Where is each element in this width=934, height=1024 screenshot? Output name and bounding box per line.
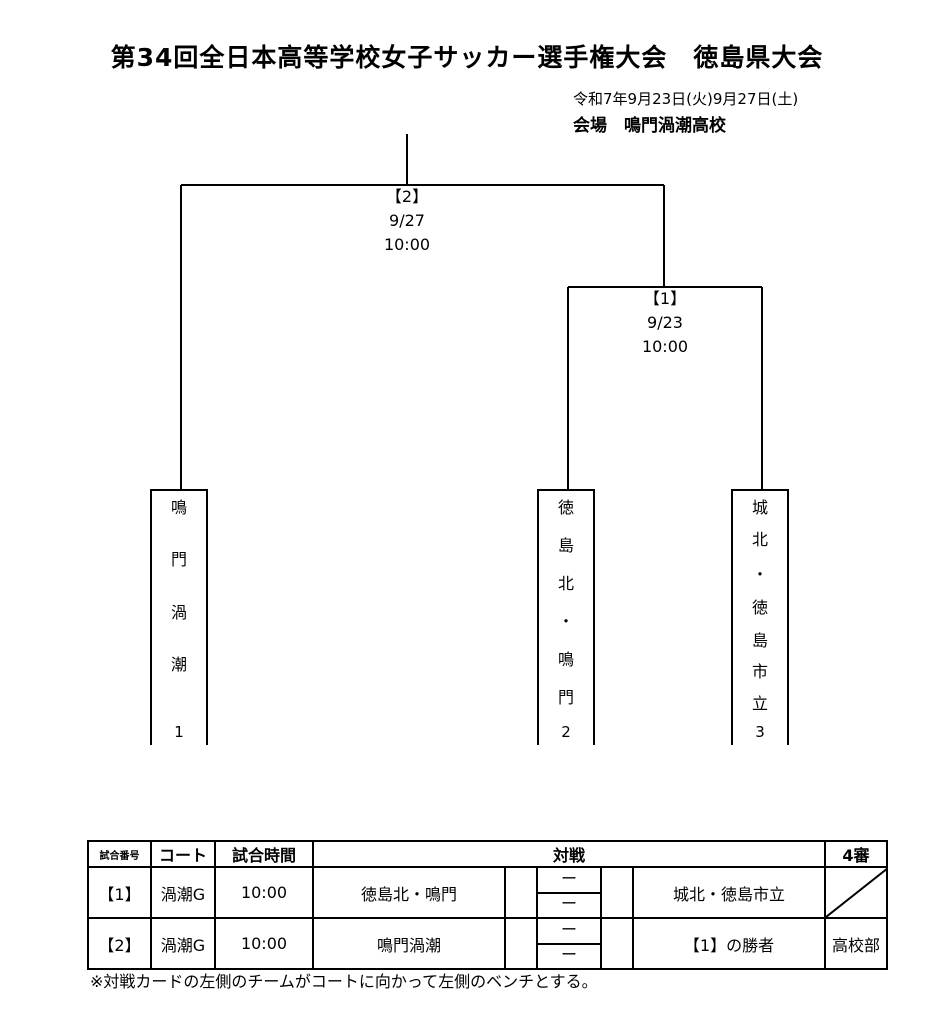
team-char: 島	[751, 631, 768, 650]
tournament-bracket	[180, 134, 763, 490]
team-box-1: 鳴 門 渦 潮 1	[150, 489, 208, 745]
header-time: 試合時間	[214, 840, 314, 868]
team-char: 北	[751, 530, 768, 549]
score-cell: ー ー	[536, 917, 602, 970]
table-header-row: 試合番号 コート 試合時間 対戦 4審	[87, 840, 888, 868]
match-2-label: 【2】	[385, 187, 429, 206]
schedule-table: 試合番号 コート 試合時間 対戦 4審 【1】 渦潮G 10:00 徳島北・鳴門…	[87, 840, 888, 970]
footnote: ※対戦カードの左側のチームがコートに向かって左側のベンチとする。	[90, 972, 598, 991]
team-char: 徳	[751, 598, 768, 617]
header-match-no: 試合番号	[87, 840, 152, 868]
score-top: ー	[538, 868, 600, 894]
match-2-date: 9/27	[389, 211, 425, 230]
team-box-3: 城 北 ・ 徳 島 市 立 3	[731, 489, 789, 745]
match-2-info: 【2】 9/27 10:00	[357, 185, 457, 257]
team-char: 門	[170, 550, 187, 569]
court-cell: 渦潮G	[150, 866, 216, 919]
header-match: 対戦	[312, 840, 826, 868]
team-char: ・	[751, 565, 768, 584]
team-char: ・	[557, 612, 574, 631]
home-team-cell: 徳島北・鳴門	[312, 866, 506, 919]
match-no-cell: 【2】	[87, 917, 152, 970]
header-referee: 4審	[824, 840, 888, 868]
score-bottom: ー	[560, 894, 577, 913]
match-1-time: 10:00	[641, 337, 689, 356]
team-number: 2	[561, 723, 571, 741]
spacer-cell	[504, 866, 538, 919]
match-1-info: 【1】 9/23 10:00	[615, 287, 715, 359]
score-top: ー	[538, 919, 600, 945]
event-venue: 会場 鳴門渦潮高校	[573, 116, 726, 136]
spacer-cell	[600, 866, 634, 919]
referee-cell	[824, 866, 888, 919]
score-cell: ー ー	[536, 866, 602, 919]
match-no-cell: 【1】	[87, 866, 152, 919]
team-box-2: 徳 島 北 ・ 鳴 門 2	[537, 489, 595, 745]
match-1-label: 【1】	[643, 289, 687, 308]
team-char: 門	[557, 688, 574, 707]
team-number: 1	[174, 723, 184, 741]
time-cell: 10:00	[214, 866, 314, 919]
score-bottom: ー	[560, 945, 577, 964]
team-char: 城	[751, 498, 768, 517]
team-char: 鳴	[170, 498, 187, 517]
event-dates: 令和7年9月23日(火)9月27日(土)	[573, 90, 799, 108]
diagonal-slash	[826, 868, 888, 917]
table-row: 【1】 渦潮G 10:00 徳島北・鳴門 ー ー 城北・徳島市立	[87, 866, 888, 919]
team-char: 潮	[170, 655, 187, 674]
away-team-cell: 【1】の勝者	[632, 917, 826, 970]
referee-cell: 高校部	[824, 917, 888, 970]
page-title: 第34回全日本高等学校女子サッカー選手権大会 徳島県大会	[110, 43, 824, 72]
team-char: 立	[751, 694, 768, 713]
match-1-date: 9/23	[647, 313, 683, 332]
team-char: 鳴	[557, 650, 574, 669]
table-row: 【2】 渦潮G 10:00 鳴門渦潮 ー ー 【1】の勝者 高校部	[87, 917, 888, 970]
time-cell: 10:00	[214, 917, 314, 970]
away-team-cell: 城北・徳島市立	[632, 866, 826, 919]
court-cell: 渦潮G	[150, 917, 216, 970]
team-char: 渦	[170, 603, 187, 622]
home-team-cell: 鳴門渦潮	[312, 917, 506, 970]
spacer-cell	[504, 917, 538, 970]
spacer-cell	[600, 917, 634, 970]
match-2-time: 10:00	[383, 235, 431, 254]
team-char: 市	[751, 662, 768, 681]
team-number: 3	[755, 723, 765, 741]
header-court: コート	[150, 840, 216, 868]
team-char: 北	[557, 574, 574, 593]
team-char: 徳	[557, 498, 574, 517]
team-char: 島	[557, 536, 574, 555]
